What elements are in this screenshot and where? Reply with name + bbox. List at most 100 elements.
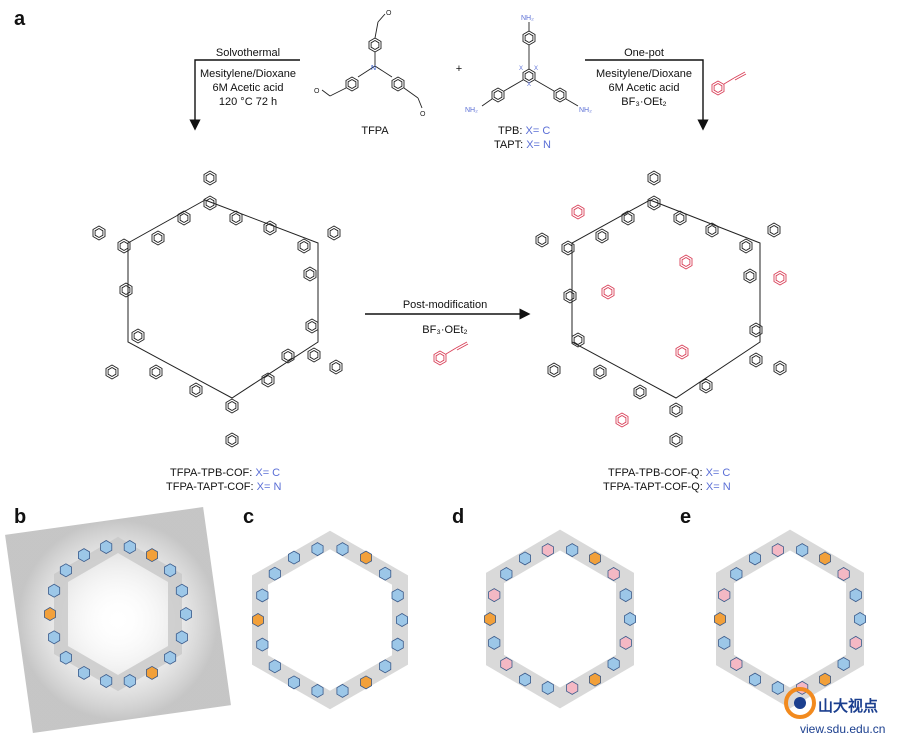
post-modification-reagent: BF₃·OEt₂	[422, 324, 468, 336]
pore-ring-tile	[488, 635, 501, 650]
panel-letter-a: a	[14, 8, 26, 30]
pore-ring-tile	[145, 548, 159, 563]
pore-ring-tile	[624, 612, 636, 626]
pore-ring-tile	[771, 680, 784, 695]
pore-ring-tile	[541, 680, 554, 695]
tpb-name: TPB:	[498, 125, 523, 137]
pore-ring-tile	[311, 683, 324, 698]
watermark-url: view.sdu.edu.cn	[800, 722, 886, 736]
tpb-nh2-top: NH₂	[521, 15, 534, 22]
pore-ring-tile	[500, 567, 513, 581]
pore-ring-tile	[541, 543, 554, 558]
pore-ring-tile	[145, 665, 159, 680]
pore-ring-tile	[483, 612, 497, 626]
pore-ring-tile	[287, 675, 301, 690]
one-pot-arrow	[585, 59, 709, 131]
tapt-x: X= N	[526, 139, 551, 151]
pore-ring-tile	[566, 543, 579, 558]
pore-ring-tile	[718, 588, 731, 603]
tpb-x: X= C	[525, 125, 551, 137]
pore-ring-tile	[256, 637, 269, 652]
pore-rings	[44, 540, 866, 698]
post-modification-label: Post-modification	[402, 299, 488, 311]
panel-letter-e: e	[680, 506, 692, 528]
tpb-nh2-right: NH₂	[579, 107, 592, 114]
pore-ring-tile	[268, 659, 281, 674]
pore-ring-tile	[268, 566, 281, 581]
solvothermal-arrow	[189, 59, 300, 131]
tfpa-o-label-right: O	[420, 111, 426, 118]
pore-ring-tile	[730, 657, 743, 671]
pore-ring-tile	[714, 612, 726, 626]
cof-left-label-2: TFPA-TAPT-COF: X= N	[166, 480, 281, 494]
pore-ring-tile	[251, 613, 265, 627]
cof-right-name-2: TFPA-TAPT-COF-Q:	[603, 481, 703, 493]
pore-ring-tile	[379, 566, 392, 581]
pore-ring-tile	[175, 630, 188, 645]
cof-right-label-2: TFPA-TAPT-COF-Q: X= N	[603, 480, 731, 494]
pore-model-e	[716, 529, 864, 709]
plus-sign: +	[455, 63, 463, 75]
cof-right-x-2: X= N	[705, 481, 731, 493]
pore-ring-tile	[287, 550, 301, 565]
panel-letter-b: b	[14, 506, 27, 528]
pore-ring-tile	[837, 657, 850, 671]
left-condition-2: 6M Acetic acid	[212, 82, 284, 94]
pore-model-c	[252, 530, 408, 710]
tfpa-n-label: N	[371, 65, 376, 72]
pore-ring-tile	[336, 542, 349, 557]
pore-ring-tile	[48, 630, 61, 645]
pore-ring-tile	[854, 612, 866, 626]
pore-ring-tile	[164, 563, 177, 578]
pore-ring-tile	[391, 588, 404, 603]
pore-ring-tile	[849, 588, 862, 603]
pore-ring-tile	[44, 607, 56, 621]
tfpa-o-label-top: O	[386, 10, 392, 17]
pore-ring-tile	[256, 588, 269, 603]
pore-ring-tile	[607, 657, 620, 671]
pore-ring-tile	[78, 665, 90, 680]
right-condition-2: 6M Acetic acid	[608, 82, 680, 94]
cof-left-x-2: X= N	[256, 481, 282, 493]
pore-ring-tile	[730, 567, 743, 581]
pore-ring-tile	[379, 659, 392, 674]
cof-left-name-1: TFPA-TPB-COF:	[170, 467, 253, 479]
pore-ring-tile	[819, 551, 831, 566]
panel-letter-d: d	[452, 506, 465, 528]
solvothermal-label: Solvothermal	[215, 47, 281, 59]
pore-ring-tile	[391, 637, 404, 652]
pore-ring-tile	[175, 583, 188, 598]
right-condition-1: Mesitylene/Dioxane	[596, 68, 692, 80]
pore-ring-tile	[359, 675, 373, 690]
pore-ring-tile	[619, 588, 632, 603]
tpb-nh2-left: NH₂	[465, 107, 478, 114]
cof-left-x-1: X= C	[255, 467, 281, 479]
pore-ring-tile	[336, 683, 349, 698]
watermark-chinese: 山大视点	[818, 698, 879, 715]
pore-ring-tile	[78, 548, 90, 563]
pore-ring-tile	[123, 540, 136, 554]
pore-ring-tile	[589, 672, 601, 687]
right-cof-framework	[535, 170, 787, 448]
tpb-tapt-molecule	[481, 22, 579, 107]
pore-ring-tile	[100, 674, 113, 688]
one-pot-label: One-pot	[624, 47, 664, 59]
panel-letter-c: c	[243, 506, 255, 528]
watermark-logo	[784, 687, 816, 719]
phenylacetylene-middle	[433, 341, 469, 366]
tapt-label: TAPT: X= N	[494, 138, 551, 152]
pore-ring-tile	[359, 550, 373, 565]
pore-ring-tile	[619, 635, 632, 650]
right-condition-3: BF₃·OEt₂	[621, 96, 667, 108]
pore-ring-tile	[607, 567, 620, 581]
left-condition-3: 120 °C 72 h	[218, 96, 278, 108]
pore-ring-tile	[849, 635, 862, 650]
right-cof-quinoline-phenyls	[571, 204, 787, 428]
pore-ring-tile	[566, 680, 579, 695]
pore-ring-tile	[395, 613, 409, 627]
pore-ring-tile	[164, 650, 177, 665]
cof-right-label-1: TFPA-TPB-COF-Q: X= C	[608, 466, 730, 480]
pore-ring-tile	[819, 672, 831, 687]
tpb-x-label-2: X	[534, 66, 538, 72]
